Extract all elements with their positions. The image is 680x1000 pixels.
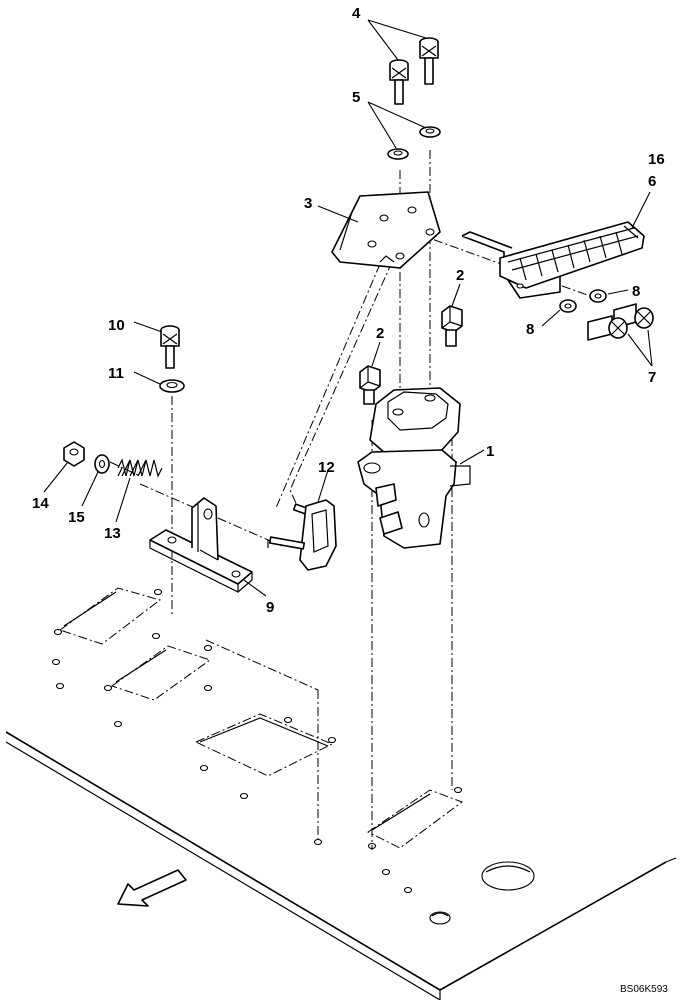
callout-16: 16 — [648, 151, 665, 168]
callout-9: 9 — [266, 599, 274, 616]
floor-plate — [5, 587, 677, 1000]
part-10-bolt — [160, 325, 180, 369]
part-6-pedal — [461, 221, 645, 299]
callout-11: 11 — [108, 365, 124, 382]
part-14-nut — [63, 441, 85, 467]
part-3-bracket — [331, 191, 441, 269]
part-15-washer — [94, 454, 110, 474]
callout-2-lower: 2 — [376, 325, 384, 342]
part-1-valve — [357, 387, 471, 549]
part-9-bracket — [149, 497, 253, 593]
part-11-washer — [159, 379, 185, 393]
callout-8-left: 8 — [526, 321, 534, 338]
part-5-washers — [387, 126, 441, 160]
callout-leaders — [43, 19, 653, 597]
part-12-clevis — [267, 499, 337, 571]
part-7-bolts — [587, 303, 654, 341]
callout-4: 4 — [352, 5, 361, 22]
part-2-bolts — [359, 305, 463, 405]
callout-5: 5 — [352, 89, 360, 106]
figure-code: BS06K593 — [620, 984, 668, 995]
callout-12: 12 — [318, 459, 335, 476]
callout-15: 15 — [68, 509, 85, 526]
callout-6: 6 — [648, 173, 656, 190]
callout-7: 7 — [648, 369, 656, 386]
callout-13: 13 — [104, 525, 121, 542]
callout-labels: 4 5 3 16 6 2 8 8 7 10 2 11 1 12 14 15 13… — [32, 5, 665, 616]
callout-14: 14 — [32, 495, 49, 512]
callout-10: 10 — [108, 317, 125, 334]
callout-2-upper: 2 — [456, 267, 464, 284]
part-4-bolts — [389, 37, 439, 105]
callout-1: 1 — [486, 443, 494, 460]
part-8-washers — [559, 289, 607, 313]
front-direction-arrow-icon — [117, 869, 187, 907]
callout-8-right: 8 — [632, 283, 640, 300]
callout-3: 3 — [304, 195, 312, 212]
part-13-spring — [117, 458, 163, 478]
